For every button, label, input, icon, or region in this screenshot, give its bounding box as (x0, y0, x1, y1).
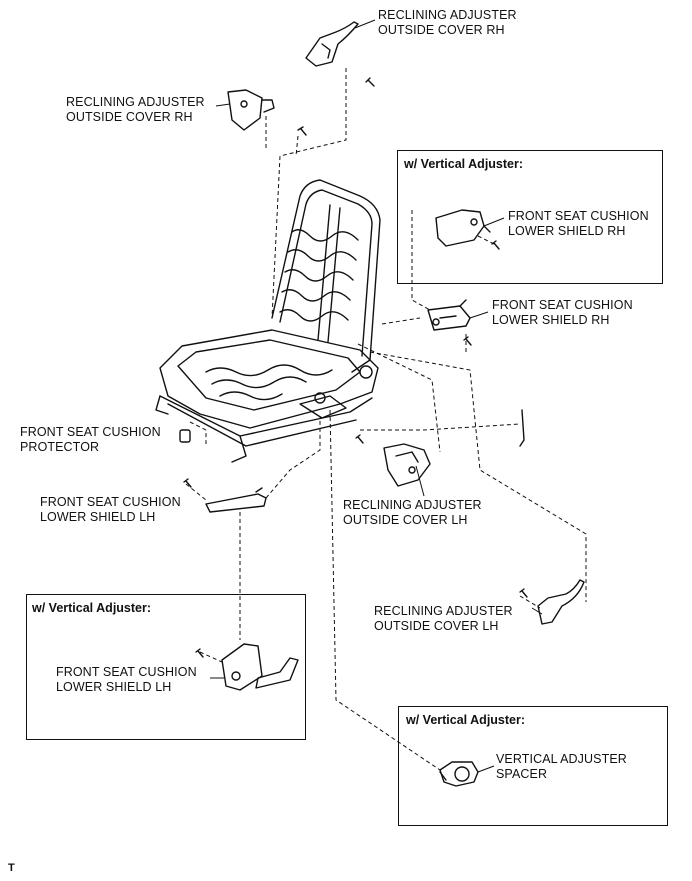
label-line: FRONT SEAT CUSHION (492, 298, 633, 312)
seat-frame-icon (155, 179, 381, 463)
label-front-seat-cushion-protector: FRONT SEAT CUSHION PROTECTOR (20, 425, 161, 455)
box-vertical-adjuster-top-right (397, 150, 663, 284)
label-vertical-adjuster-spacer: VERTICAL ADJUSTER SPACER (496, 752, 627, 782)
label-line: OUTSIDE COVER LH (343, 513, 468, 527)
label-line: OUTSIDE COVER LH (374, 619, 499, 633)
label-line: LOWER SHIELD LH (56, 680, 172, 694)
box-vertical-adjuster-bottom-left (26, 594, 306, 740)
label-line: LOWER SHIELD RH (492, 313, 610, 327)
box-title: w/ Vertical Adjuster: (32, 601, 152, 615)
box-vertical-adjuster-bottom-right (398, 706, 668, 826)
shield-part-icon (427, 299, 472, 346)
label-line: FRONT SEAT CUSHION (56, 665, 197, 679)
label-line: RECLINING ADJUSTER (378, 8, 517, 22)
corner-mark: T (8, 862, 15, 874)
label-reclining-adjuster-outside-cover-lh-mid: RECLINING ADJUSTER OUTSIDE COVER LH (343, 498, 482, 528)
label-front-seat-cushion-lower-shield-lh-boxed: FRONT SEAT CUSHION LOWER SHIELD LH (56, 665, 197, 695)
label-line: FRONT SEAT CUSHION (20, 425, 161, 439)
label-reclining-adjuster-outside-cover-lh-right: RECLINING ADJUSTER OUTSIDE COVER LH (374, 604, 513, 634)
cover-part-icon (305, 21, 375, 87)
label-line: OUTSIDE COVER RH (66, 110, 193, 124)
label-reclining-adjuster-outside-cover-rh-top: RECLINING ADJUSTER OUTSIDE COVER RH (378, 8, 517, 38)
label-line: FRONT SEAT CUSHION (508, 209, 649, 223)
box-title: w/ Vertical Adjuster: (404, 157, 524, 171)
label-line: FRONT SEAT CUSHION (40, 495, 181, 509)
label-line: RECLINING ADJUSTER (374, 604, 513, 618)
label-line: OUTSIDE COVER RH (378, 23, 505, 37)
label-line: VERTICAL ADJUSTER (496, 752, 627, 766)
label-line: RECLINING ADJUSTER (343, 498, 482, 512)
label-front-seat-cushion-lower-shield-rh-boxed: FRONT SEAT CUSHION LOWER SHIELD RH (508, 209, 649, 239)
label-line: SPACER (496, 767, 548, 781)
label-front-seat-cushion-lower-shield-lh: FRONT SEAT CUSHION LOWER SHIELD LH (40, 495, 181, 525)
label-line: LOWER SHIELD LH (40, 510, 156, 524)
label-line: LOWER SHIELD RH (508, 224, 626, 238)
label-line: PROTECTOR (20, 440, 100, 454)
label-line: RECLINING ADJUSTER (66, 95, 205, 109)
box-title: w/ Vertical Adjuster: (406, 713, 526, 727)
label-reclining-adjuster-outside-cover-rh-left: RECLINING ADJUSTER OUTSIDE COVER RH (66, 95, 205, 125)
label-front-seat-cushion-lower-shield-rh: FRONT SEAT CUSHION LOWER SHIELD RH (492, 298, 633, 328)
